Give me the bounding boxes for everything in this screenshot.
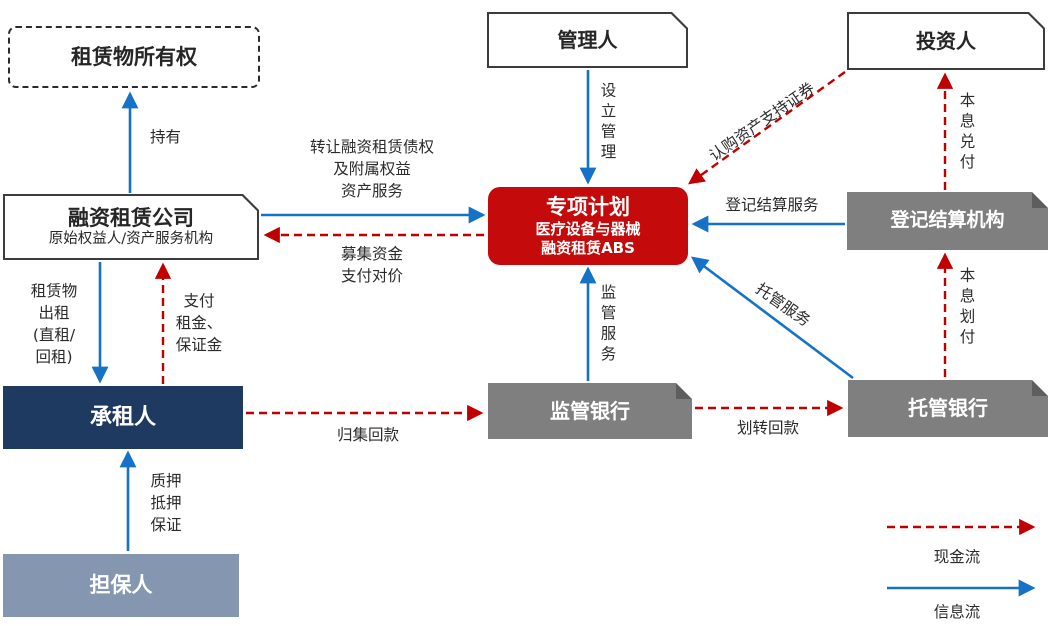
node-guarantor: 担保人 (3, 554, 239, 617)
special-plan-subtitle-1: 医疗设备与器械 (535, 220, 641, 239)
node-investor: 投资人 (847, 12, 1045, 70)
supervisory-bank-title: 监管银行 (550, 398, 630, 423)
custodian-bank-title: 托管银行 (908, 396, 988, 420)
manager-title: 管理人 (557, 28, 618, 52)
node-registry-agency: 登记结算机构 (847, 192, 1048, 250)
guarantor-title: 担保人 (89, 573, 153, 598)
hold-label: 持有 (150, 128, 182, 146)
registration-service-label: 登记结算服务 (725, 196, 819, 214)
node-leasing-company: 融资租赁公司 原始权益人/资产服务机构 (3, 194, 259, 260)
node-supervisory-bank: 监管银行 (488, 383, 692, 439)
leasing-company-title: 融资租赁公司 (68, 205, 194, 230)
principal-interest-redemption-label: 本息兑付 (957, 92, 976, 174)
pay-rent-label: 支付 租金、 保证金 (175, 292, 223, 354)
node-lessee: 承租人 (3, 386, 243, 449)
collect-repayment-label: 归集回款 (336, 426, 399, 444)
registry-agency-title: 登记结算机构 (890, 209, 1005, 232)
special-plan-subtitle-2: 融资租赁ABS (541, 239, 635, 258)
leasing-company-subtitle: 原始权益人/资产服务机构 (48, 230, 214, 247)
legend-information-flow-label: 信息流 (933, 603, 981, 621)
investor-title: 投资人 (916, 29, 976, 53)
pledge-label: 质押 抵押 保证 (150, 472, 182, 534)
raise-funds-label: 募集资金 支付对价 (340, 245, 403, 285)
principal-interest-transfer-label: 本息划付 (957, 267, 976, 349)
lease-out-label: 租赁物 出租 (直租/ 回租) (30, 282, 78, 366)
transfer-claims-label: 转让融资租赁债权 及附属权益 资产服务 (309, 138, 434, 200)
supervision-service-label: 监管服务 (598, 284, 617, 366)
node-special-plan: 专项计划 医疗设备与器械 融资租赁ABS (488, 187, 688, 265)
transfer-repayment-label: 划转回款 (736, 419, 799, 437)
node-manager: 管理人 (487, 12, 688, 68)
node-lease-ownership: 租赁物所有权 (8, 26, 260, 88)
lessee-title: 承租人 (89, 404, 156, 430)
subscribe-abs-arrow-line (688, 71, 846, 185)
setup-management-label: 设立管理 (598, 82, 617, 164)
custody-service-arrow-line (690, 256, 854, 380)
lease-ownership-title: 租赁物所有权 (71, 44, 197, 69)
node-custodian-bank: 托管银行 (848, 380, 1048, 437)
legend-cash-flow-label: 现金流 (933, 548, 981, 566)
special-plan-title: 专项计划 (546, 195, 630, 220)
